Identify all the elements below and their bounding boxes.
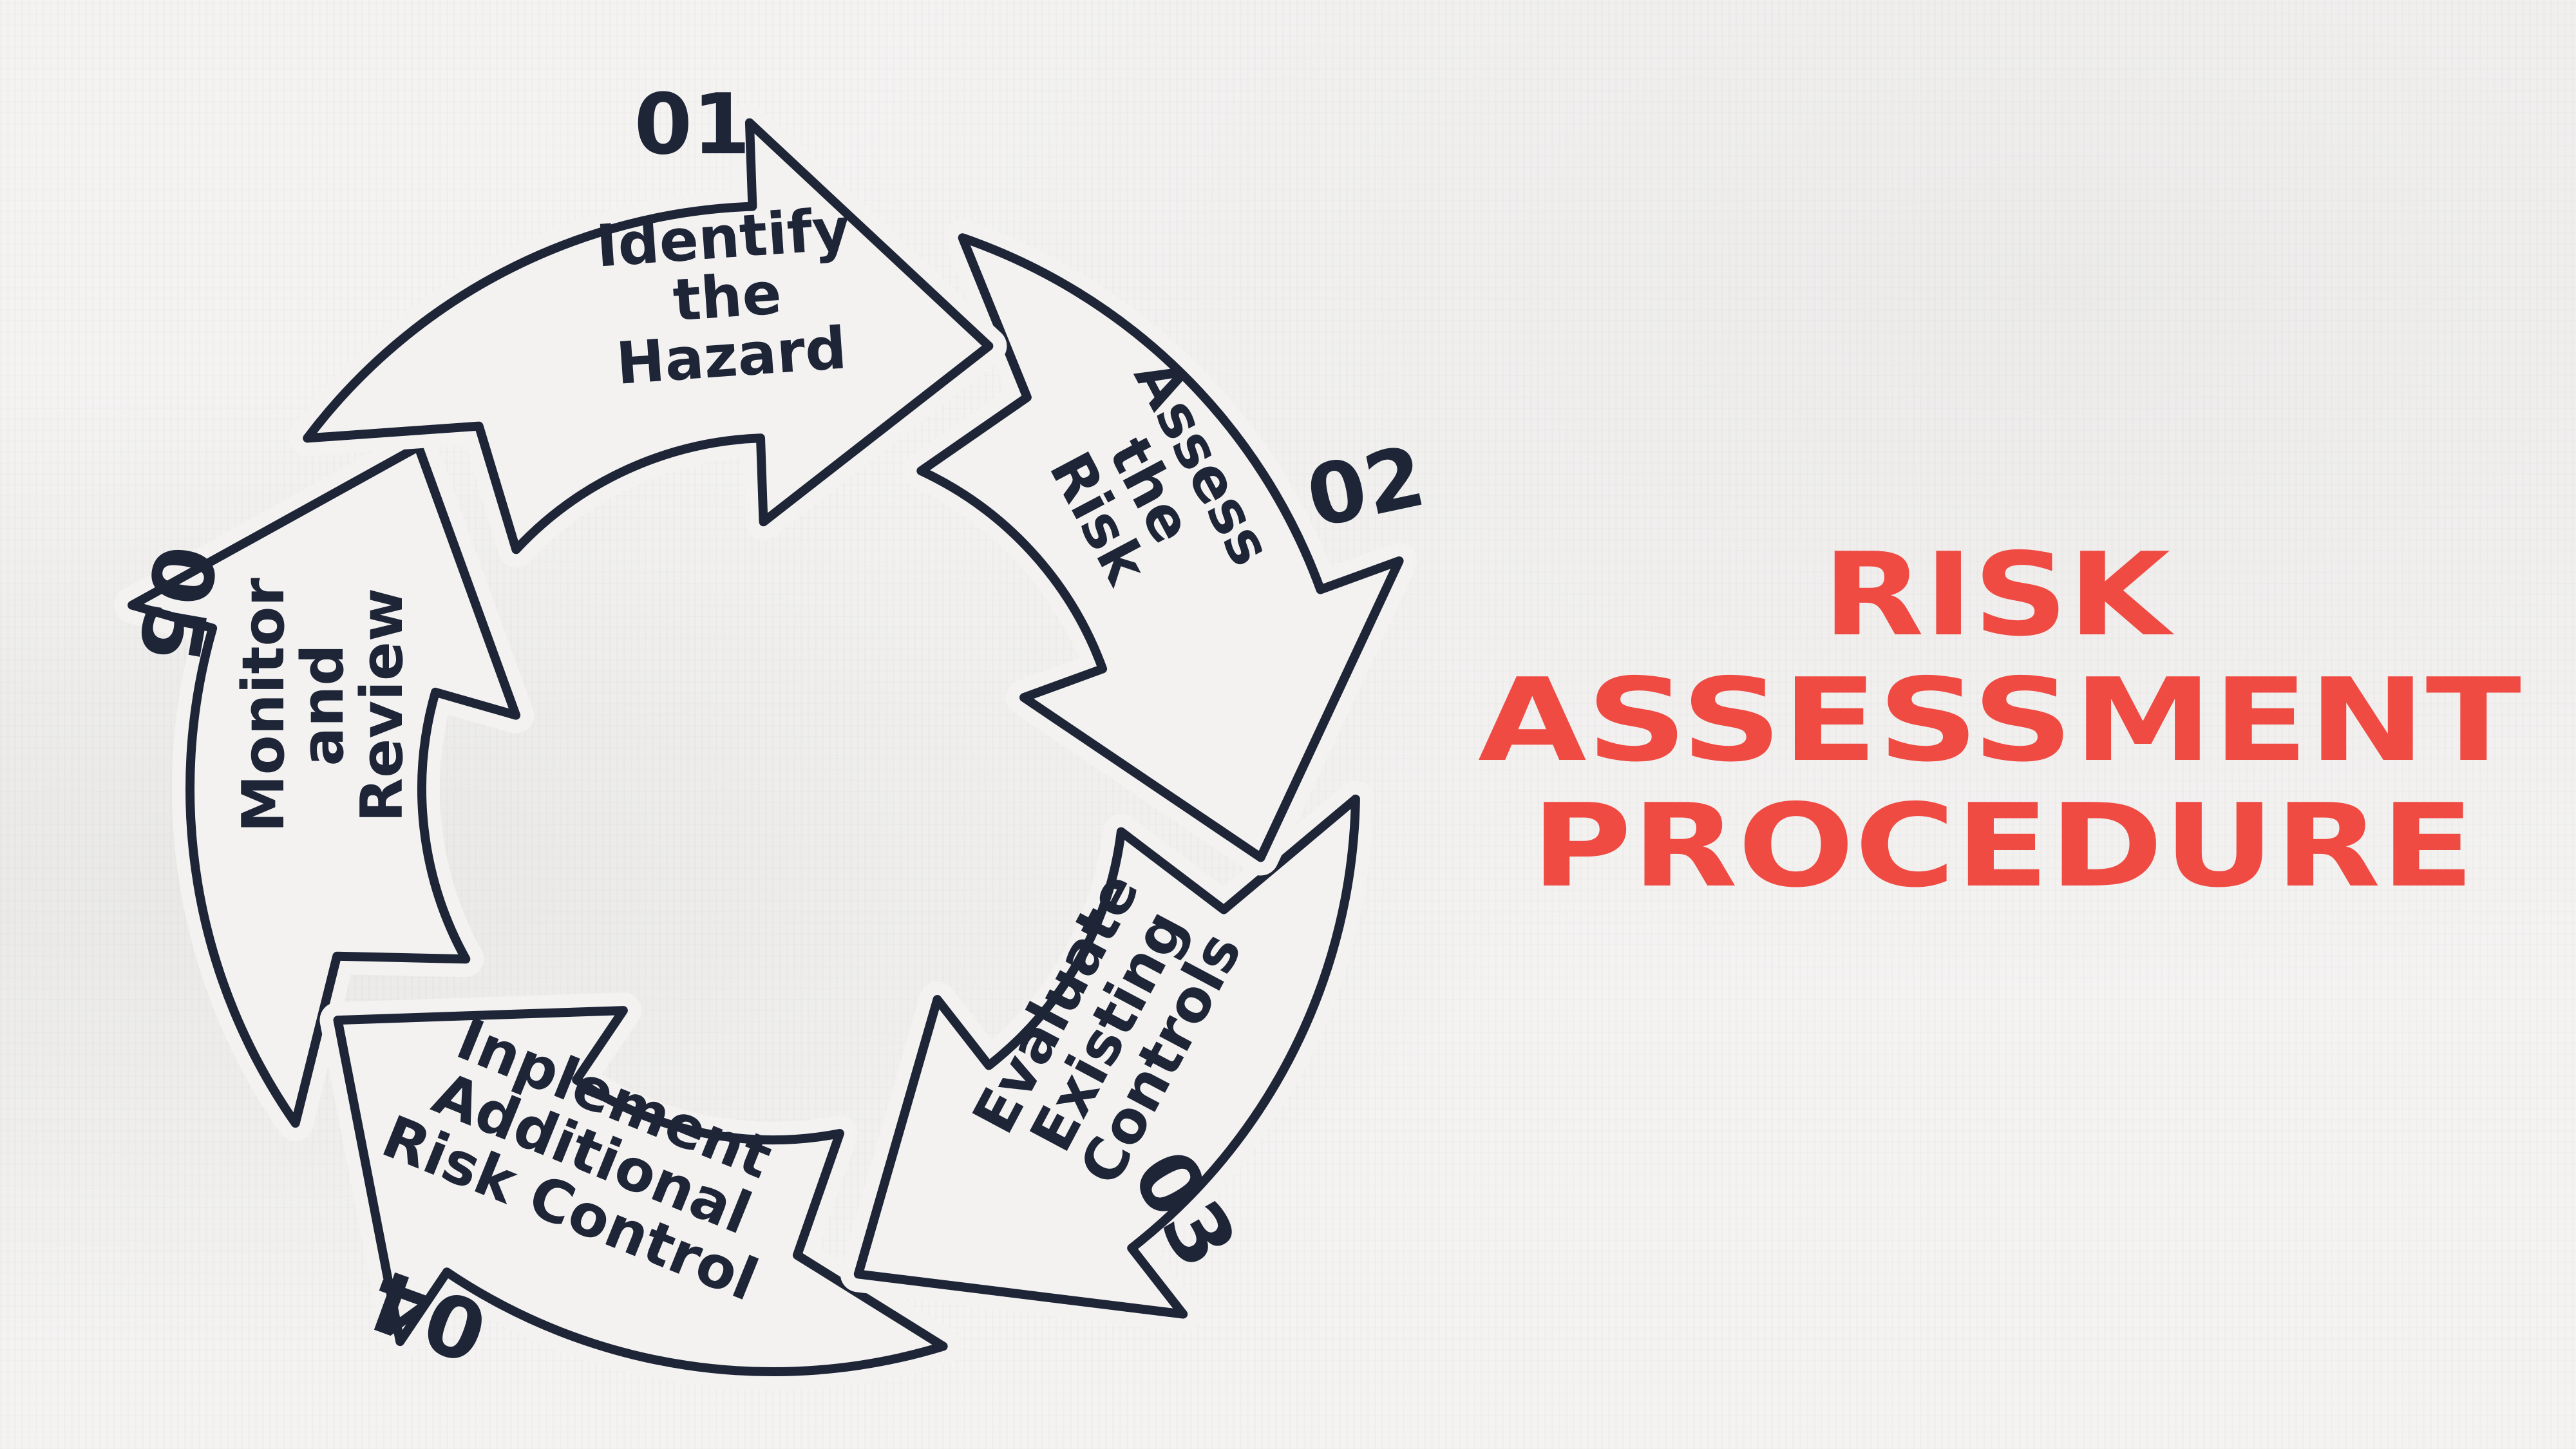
title-line-2: ASSESSMENT — [1478, 654, 2521, 787]
arrow-outline — [128, 442, 521, 1128]
step-label-05: MonitorandReview — [230, 578, 416, 833]
arrow-outline — [853, 794, 1360, 1319]
arrow-outline — [916, 233, 1404, 862]
step-number-01: 01 — [634, 75, 751, 173]
arrow-outline — [333, 1006, 948, 1377]
cycle-arrow-03 — [840, 781, 1374, 1332]
cycle-arrow-05 — [114, 428, 535, 1142]
title-line-1: RISK — [1823, 528, 2175, 661]
cycle-arrows — [114, 104, 1417, 1390]
arrow-outline — [303, 118, 994, 554]
svg-text:MonitorandReview: MonitorandReview — [230, 578, 416, 833]
title-line-3: PROCEDURE — [1531, 779, 2475, 913]
cycle-arrow-04 — [319, 992, 961, 1390]
step-number-05: 05 — [118, 538, 235, 670]
cycle-arrow-02 — [903, 220, 1417, 876]
cycle-arrow-01 — [289, 104, 1007, 568]
step-number-02: 02 — [1298, 427, 1433, 547]
page-title: RISK ASSESSMENT PROCEDURE — [1478, 528, 2521, 913]
